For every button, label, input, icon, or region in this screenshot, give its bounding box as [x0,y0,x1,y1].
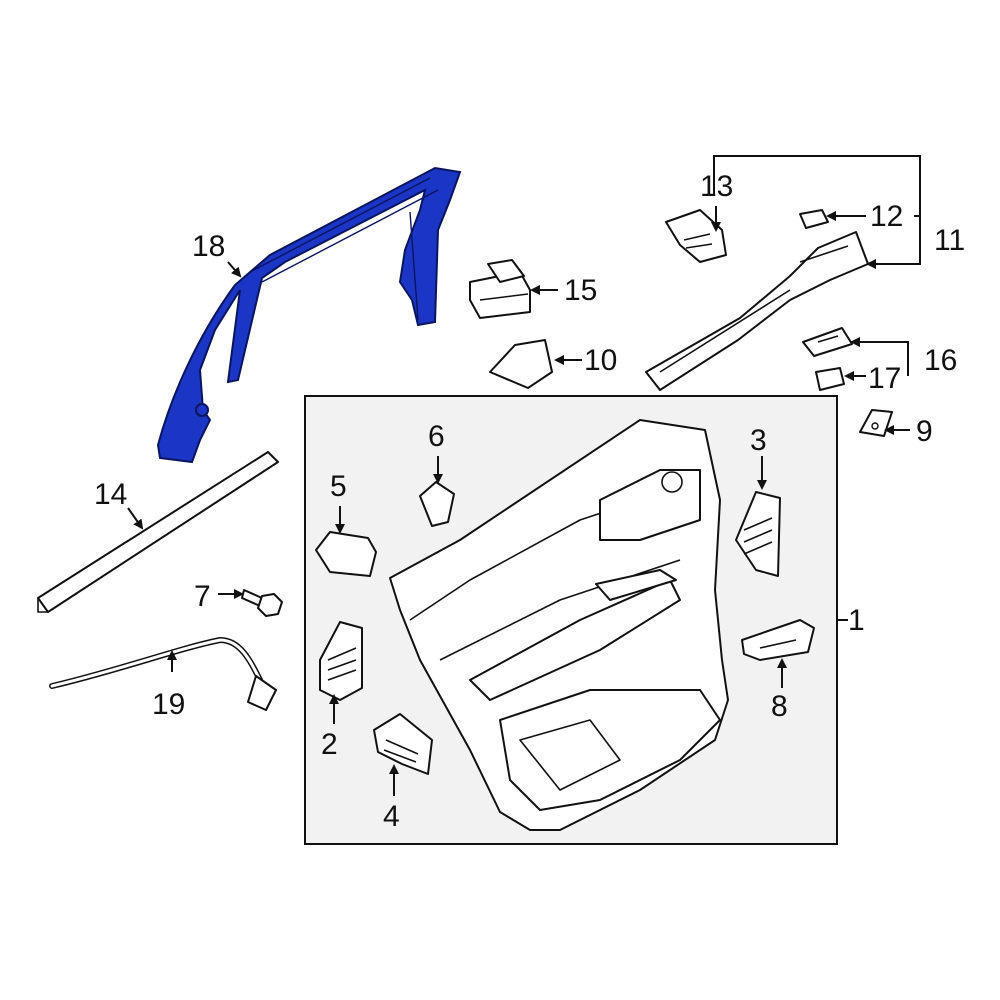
clip-12[interactable] [799,209,829,229]
trim-strip-11[interactable] [645,231,869,391]
run-channel-detail-lines [249,177,439,321]
callout-19: 19 [152,688,185,721]
run-channel-highlight [156,166,462,464]
callout-17: 17 [868,362,901,395]
leader-lines [127,155,921,796]
callout-6: 6 [428,420,445,453]
callout-1: 1 [848,604,865,637]
callout-3: 3 [750,424,767,457]
bezel-10[interactable] [489,339,553,389]
callout-2: 2 [321,728,338,761]
clip-17[interactable] [815,367,845,391]
bracket-2[interactable] [319,621,363,701]
run-channel-mount-hole [195,403,209,417]
switch-8[interactable] [741,619,815,661]
callout-numbers: 1 2 3 4 5 6 7 8 9 10 11 12 13 14 15 16 1… [94,170,965,833]
callout-9: 9 [916,415,933,448]
door-trim-panel-1[interactable] [389,419,729,831]
callout-7: 7 [194,580,211,613]
callout-14: 14 [94,478,127,511]
callout-15: 15 [564,274,597,307]
handle-bezel-16[interactable] [802,327,853,357]
clip-5[interactable] [315,531,377,577]
callout-4: 4 [383,800,400,833]
clip-6[interactable] [419,481,455,527]
callout-18: 18 [192,230,225,263]
bolt-7[interactable] [241,589,283,617]
callout-5: 5 [330,470,347,503]
bracket-3[interactable] [735,491,781,577]
callout-10: 10 [584,344,617,377]
switch-15[interactable] [469,259,531,319]
cap-9[interactable] [859,409,893,437]
callout-12: 12 [870,200,903,233]
belt-weatherstrip-14[interactable] [37,451,279,613]
callout-13: 13 [700,170,733,203]
callout-16: 16 [924,344,957,377]
bracket-4[interactable] [373,713,433,775]
window-run-channel-18[interactable] [156,166,462,464]
cable-19[interactable] [49,636,277,711]
callout-11: 11 [934,224,965,257]
callout-8: 8 [771,690,788,723]
